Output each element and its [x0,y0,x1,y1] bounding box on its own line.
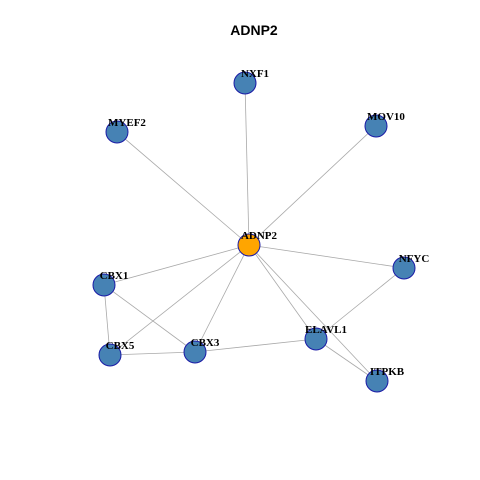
node-circle-cbx3 [183,340,207,364]
node-itpkb: ITPKB [365,366,405,393]
graph-title: ADNP2 [230,22,278,38]
node-myef2: MYEF2 [105,117,146,144]
node-circle-myef2 [105,120,129,144]
node-label-myef2: MYEF2 [108,117,146,129]
node-circle-itpkb [365,369,389,393]
edge-adnp2-myef2 [116,131,250,246]
edge-adnp2-cbx3 [194,244,250,353]
node-nxf1: NXF1 [233,68,269,95]
node-circle-cbx1 [92,273,116,297]
node-nfyc: NFYC [392,253,430,280]
edge-cbx1-cbx3 [103,284,196,353]
node-circle-elavl1 [304,327,328,351]
node-label-nxf1: NXF1 [241,68,269,80]
edge-adnp2-nfyc [248,244,405,269]
edge-adnp2-cbx1 [103,244,250,286]
edge-cbx5-cbx3 [109,351,196,356]
node-label-elavl1: ELAVL1 [305,324,347,336]
node-cbx3: CBX3 [183,337,220,364]
edge-adnp2-nxf1 [244,82,250,246]
node-label-cbx3: CBX3 [191,337,220,349]
edge-cbx1-cbx5 [103,284,111,356]
node-label-mov10: MOV10 [367,111,405,123]
node-cbx1: CBX1 [92,270,129,297]
edge-elavl1-nfyc [315,267,405,340]
edge-cbx3-elavl1 [194,338,317,353]
edge-elavl1-itpkb [315,338,378,382]
node-circle-nfyc [392,256,416,280]
node-label-itpkb: ITPKB [370,366,405,378]
node-label-cbx5: CBX5 [106,340,135,352]
edge-adnp2-mov10 [248,125,377,246]
edge-adnp2-itpkb [248,244,378,382]
edge-adnp2-cbx5 [109,244,250,356]
node-circle-nxf1 [233,71,257,95]
edge-adnp2-elavl1 [248,244,317,340]
node-label-nfyc: NFYC [399,253,430,265]
node-circle-mov10 [364,114,388,138]
node-adnp2: ADNP2 [237,230,278,257]
node-mov10: MOV10 [364,111,405,138]
node-label-adnp2: ADNP2 [241,230,278,242]
node-cbx5: CBX5 [98,340,135,367]
node-circle-adnp2 [237,233,261,257]
node-circle-cbx5 [98,343,122,367]
node-label-cbx1: CBX1 [100,270,129,282]
edges-layer [103,82,405,382]
node-elavl1: ELAVL1 [304,324,347,351]
